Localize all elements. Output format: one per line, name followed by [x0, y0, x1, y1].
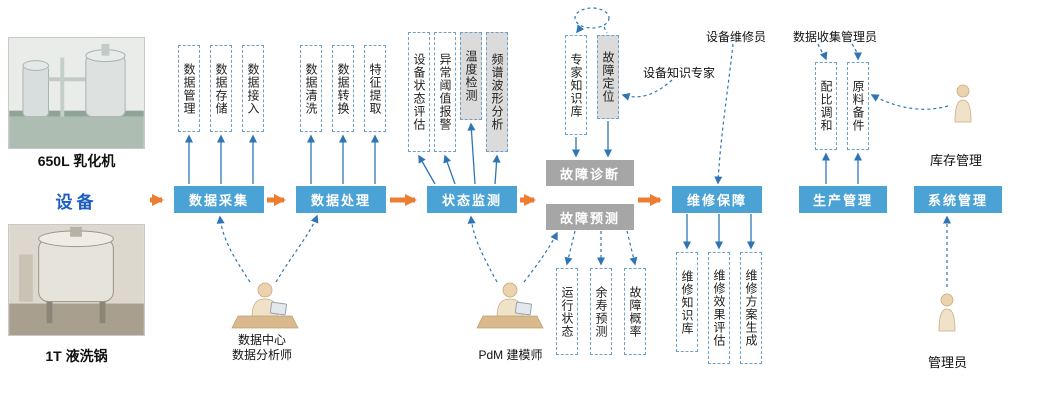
- equipment-photo-washing-pot: [8, 224, 145, 336]
- emulsifier-machine-illustration: [9, 38, 144, 148]
- washing-pot-illustration: [9, 225, 144, 335]
- subbox-maintenance-kb: 维修知识库: [676, 252, 698, 352]
- subbox-fault-probability: 故障概率: [624, 268, 646, 355]
- subbox-data-management: 数据管理: [178, 45, 200, 132]
- label-data-admin: 数据收集管理员: [793, 30, 878, 44]
- subbox-remaining-life: 余寿预测: [590, 268, 612, 355]
- inventory-person-icon: [954, 84, 972, 123]
- label-knowledge-expert: 设备知识专家: [643, 66, 716, 80]
- label-data-center: 数据中心: [237, 333, 286, 347]
- subbox-raw-material-spares: 原料备件: [847, 62, 869, 150]
- washing-pot-caption: 1T 液洗锅: [45, 348, 108, 364]
- label-inventory-management: 库存管理: [930, 153, 983, 168]
- label-maintenance-worker: 设备维修员: [706, 30, 767, 44]
- pdm-modeler-person-icon: [476, 282, 544, 329]
- subbox-maintenance-plan-gen: 维修方案生成: [740, 252, 762, 364]
- flow-box-fault-prediction: 故障预测: [546, 204, 634, 230]
- device-label: 设备: [55, 193, 98, 212]
- subbox-running-state: 运行状态: [556, 268, 578, 355]
- subbox-maintenance-effect-eval: 维修效果评估: [708, 252, 730, 364]
- flow-box-data-processing: 数据处理: [296, 186, 386, 213]
- subbox-data-storage: 数据存储: [210, 45, 232, 132]
- subbox-data-transform: 数据转换: [332, 45, 354, 132]
- flow-box-condition-monitoring: 状态监测: [427, 186, 517, 213]
- subbox-feature-extraction: 特征提取: [364, 45, 386, 132]
- admin-person-icon: [938, 293, 956, 332]
- function-arrows: [185, 121, 862, 250]
- flow-box-maintenance-support: 维修保障: [672, 186, 762, 213]
- flow-box-data-collection: 数据采集: [174, 186, 264, 213]
- subbox-data-access: 数据接入: [242, 45, 264, 132]
- analyst-person-icon: [231, 282, 299, 329]
- subbox-fault-location: 故障定位: [597, 35, 619, 119]
- subbox-threshold-alarm: 异常阈值报警: [434, 32, 456, 152]
- label-data-analyst: 数据分析师: [231, 348, 292, 362]
- emulsifier-caption: 650L 乳化机: [37, 153, 116, 169]
- subbox-expert-knowledge-base: 专家知识库: [565, 35, 587, 135]
- label-pdm-modeler: PdM 建模师: [478, 348, 543, 362]
- subbox-data-cleaning: 数据清洗: [300, 45, 322, 132]
- knowledge-loop: [574, 7, 610, 34]
- flow-box-production-management: 生产管理: [799, 186, 887, 213]
- subbox-temperature-detect: 温度检测: [460, 32, 482, 120]
- subbox-ratio-blending: 配比调和: [815, 62, 837, 150]
- subbox-equipment-state-eval: 设备状态评估: [408, 32, 430, 152]
- equipment-photo-emulsifier: [8, 37, 145, 149]
- subbox-spectrum-analysis: 频谱波形分析: [486, 32, 508, 152]
- flow-box-system-management: 系统管理: [914, 186, 1002, 213]
- flow-box-fault-diagnosis: 故障诊断: [546, 160, 634, 186]
- label-admin: 管理员: [928, 355, 968, 370]
